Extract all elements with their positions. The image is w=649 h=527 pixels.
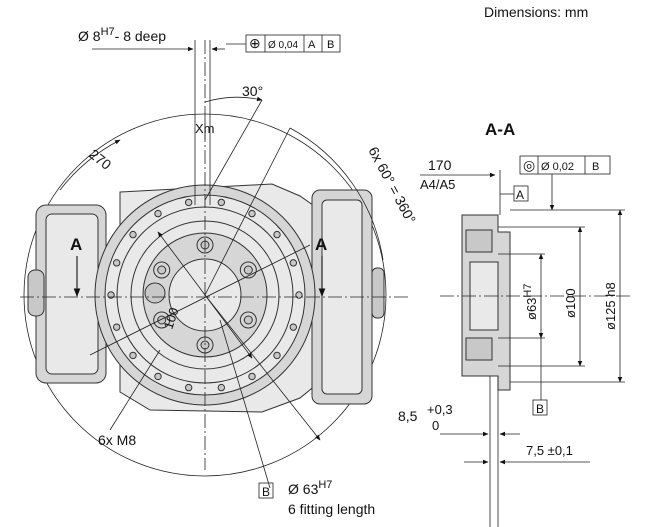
- outer-bolt-hole: [248, 209, 256, 218]
- position-datum-a: A: [308, 39, 316, 51]
- depth-main: 8,5: [398, 408, 418, 424]
- outer-hole-pattern: [107, 198, 303, 392]
- m8-thread-core: [243, 315, 253, 325]
- concentricity-value: Ø 0,02: [541, 161, 574, 173]
- outer-bolt-hole: [217, 198, 226, 207]
- section-groove-top: [465, 229, 493, 253]
- dowel-hole: [144, 282, 166, 304]
- distance-value: 170: [428, 157, 452, 173]
- right-lobe-slot: [371, 267, 385, 319]
- outer-bolt-hole: [184, 383, 193, 392]
- concentricity-frame: ◎ Ø 0,02 B: [519, 155, 611, 211]
- outer-bolt-hole: [154, 372, 162, 381]
- pin-hole-diameter: Ø 8H7- 8 deep: [78, 26, 166, 44]
- outer-bolt-hole: [295, 291, 303, 299]
- spigot-label: 7,5 ±0,1: [526, 443, 573, 458]
- outer-bolt-hole: [129, 230, 137, 239]
- thread-callout: 6x M8: [98, 432, 136, 448]
- front-view: Ø 8H7- 8 deep ⊕ Ø 0,04 A B 30° Xm 270 6x…: [20, 26, 419, 517]
- m8-thread-core: [243, 265, 253, 275]
- bore-diameter-label: Ø 63H7: [288, 479, 332, 497]
- outer-bolt-hole: [154, 209, 162, 218]
- position-datum-b: B: [327, 39, 334, 51]
- position-tolerance-value: Ø 0,04: [268, 40, 298, 51]
- outer-bolt-hole: [273, 230, 281, 239]
- outer-bolt-hole: [112, 323, 121, 331]
- outer-bolt-hole: [129, 351, 137, 360]
- datum-a-label: A: [516, 188, 524, 202]
- concentricity-symbol-icon: ◎: [523, 157, 535, 173]
- position-tolerance-frame: ⊕ Ø 0,04 A B: [226, 34, 341, 53]
- outer-bolt-hole: [217, 383, 226, 392]
- m8-thread-core: [157, 265, 167, 275]
- section-groove-bottom: [465, 337, 493, 361]
- outer-bolt-hole: [289, 259, 298, 267]
- dia-100-label: ø100: [563, 288, 578, 318]
- outer-bolt-hole: [248, 372, 256, 381]
- distance-note: A4/A5: [420, 177, 455, 192]
- datum-a-box: [513, 185, 529, 202]
- angle-30-label: 30°: [242, 83, 263, 99]
- concentricity-datum: B: [592, 161, 599, 173]
- datum-b-box-section: [532, 399, 548, 416]
- section-marker-left: A: [70, 235, 82, 254]
- outer-bolt-hole: [273, 351, 281, 360]
- position-symbol-icon: ⊕: [249, 35, 261, 51]
- section-title: A-A: [485, 120, 515, 139]
- angle-270-label: 270: [86, 146, 114, 173]
- section-marker-right: A: [315, 235, 327, 254]
- dia-63-label: ø63H7: [522, 284, 539, 320]
- datum-b-front: B: [262, 485, 270, 499]
- datum-b-section: B: [536, 402, 544, 416]
- left-lobe-slot: [27, 269, 45, 317]
- outer-bolt-hole: [112, 259, 121, 267]
- depth-upper-tol: +0,3: [427, 402, 453, 417]
- datum-b-box-front: [258, 482, 274, 499]
- pattern-angle-label: 6x 60° = 360°: [365, 144, 419, 226]
- depth-lower-tol: 0: [432, 418, 439, 433]
- fitting-length-label: 6 fitting length: [288, 501, 375, 517]
- outer-bolt-hole: [107, 291, 115, 299]
- section-view: A-A 170 A4/A5 A ◎ Ø 0,02 B: [398, 120, 630, 527]
- outer-bolt-hole: [184, 198, 193, 207]
- outer-bolt-hole: [289, 323, 298, 331]
- units-label: Dimensions: mm: [484, 4, 588, 20]
- dia-125-label: ø125 h8: [603, 282, 618, 330]
